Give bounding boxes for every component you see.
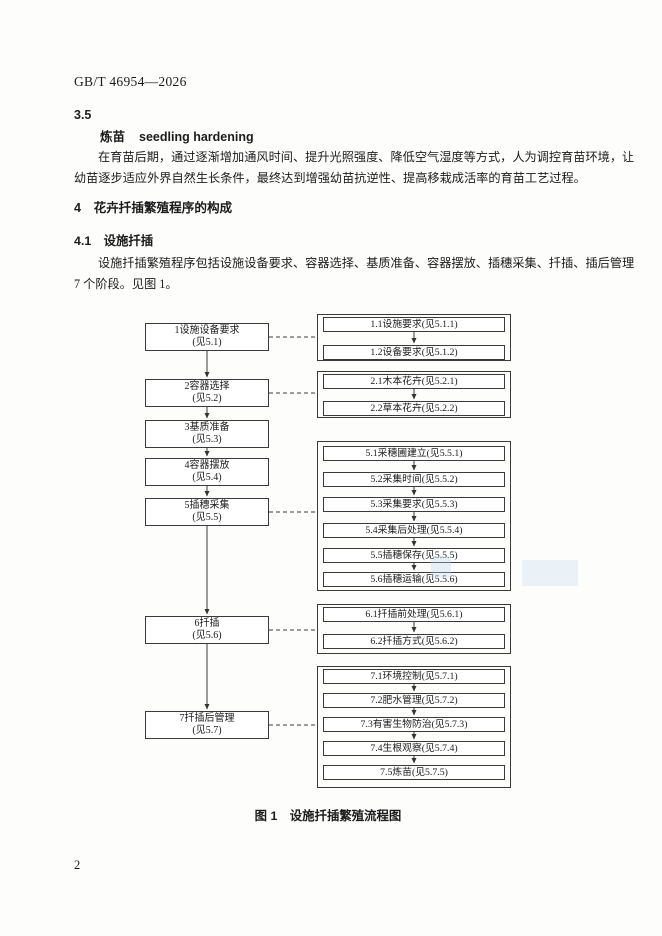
clause-number-3-5: 3.5: [74, 108, 92, 122]
flow-stage-4: 4容器摆放 (见5.4): [145, 458, 269, 486]
flow-sub-box: 7.4生根观察(见5.7.4): [323, 741, 505, 756]
term-en: seedling hardening: [139, 130, 254, 144]
flow-sub-box: 7.1环境控制(见5.7.1): [323, 669, 505, 684]
stage-ref: (见5.6): [192, 630, 222, 641]
flow-sub-box: 5.4采集后处理(见5.5.4): [323, 523, 505, 538]
definition-line-2: 幼苗逐步适应外界自然生长条件，最终达到增强幼苗抗逆性、提高移栽成活率的育苗工艺过…: [74, 171, 586, 185]
term-heading: 炼苗 seedling hardening: [100, 126, 254, 145]
flow-sub-box: 2.1木本花卉(见5.2.1): [323, 374, 505, 389]
watermark-artifact: [522, 560, 578, 586]
flow-sub-box: 5.6插穗运输(见5.5.6): [323, 572, 505, 587]
clause-4-1-body-line-2: 7 个阶段。见图 1。: [74, 277, 178, 291]
stage-label: 6扦插: [194, 617, 220, 629]
stage-ref: (见5.1): [192, 337, 222, 348]
term-zh: 炼苗: [100, 130, 126, 144]
clause-4-1-body-line-1: 设施扦插繁殖程序包括设施设备要求、容器选择、基质准备、容器摆放、插穗采集、扦插、…: [98, 256, 635, 270]
flow-sub-box: 5.2采集时间(见5.5.2): [323, 472, 505, 487]
flow-group-2: [317, 371, 511, 418]
stage-label: 1设施设备要求: [174, 324, 240, 336]
flow-stage-5: 5插穗采集 (见5.5): [145, 498, 269, 526]
clause-4-1-heading: 4.1 设施扦插: [74, 234, 154, 248]
flow-stage-7: 7扦插后管理 (见5.7): [145, 711, 269, 739]
flow-stage-1: 1设施设备要求 (见5.1): [145, 323, 269, 351]
stage-label: 2容器选择: [184, 380, 230, 392]
flow-sub-box: 7.3有害生物防治(见5.7.3): [323, 717, 505, 732]
stage-ref: (见5.3): [192, 434, 222, 445]
flow-sub-box: 5.5插穗保存(见5.5.5): [323, 548, 505, 563]
stage-label: 5插穗采集: [184, 499, 230, 511]
stage-label: 3基质准备: [184, 421, 230, 433]
flow-group-3: [317, 441, 511, 591]
figure-caption: 图 1 设施扦插繁殖流程图: [254, 809, 402, 823]
clause-4-heading: 4 花卉扦插繁殖程序的构成: [74, 201, 233, 215]
page-number: 2: [74, 858, 81, 872]
stage-label: 4容器摆放: [184, 459, 230, 471]
flow-sub-box: 6.2扦插方式(见5.6.2): [323, 634, 505, 649]
stage-ref: (见5.5): [192, 512, 222, 523]
stage-label: 7扦插后管理: [179, 712, 235, 724]
flow-sub-box: 5.1采穗圃建立(见5.5.1): [323, 446, 505, 461]
flow-sub-box: 7.2肥水管理(见5.7.2): [323, 693, 505, 708]
flow-sub-box: 2.2草本花卉(见5.2.2): [323, 401, 505, 416]
watermark-artifact: [431, 556, 451, 578]
definition-line-1: 在育苗后期，通过逐渐增加通风时间、提升光照强度、降低空气湿度等方式，人为调控育苗…: [98, 150, 635, 164]
flow-sub-box: 1.2设备要求(见5.1.2): [323, 345, 505, 360]
flow-group-4: [317, 604, 511, 654]
stage-ref: (见5.2): [192, 393, 222, 404]
standard-code: GB/T 46954—2026: [74, 74, 187, 89]
flow-stage-2: 2容器选择 (见5.2): [145, 379, 269, 407]
stage-ref: (见5.4): [192, 472, 222, 483]
flow-sub-box: 1.1设施要求(见5.1.1): [323, 317, 505, 332]
flow-sub-box: 6.1扦插前处理(见5.6.1): [323, 607, 505, 622]
flow-stage-6: 6扦插 (见5.6): [145, 616, 269, 644]
flow-group-1: [317, 314, 511, 361]
flow-stage-3: 3基质准备 (见5.3): [145, 420, 269, 448]
flow-sub-box: 7.5炼苗(见5.7.5): [323, 765, 505, 780]
flow-group-5: [317, 666, 511, 788]
stage-ref: (见5.7): [192, 725, 222, 736]
flow-sub-box: 5.3采集要求(见5.5.3): [323, 497, 505, 512]
